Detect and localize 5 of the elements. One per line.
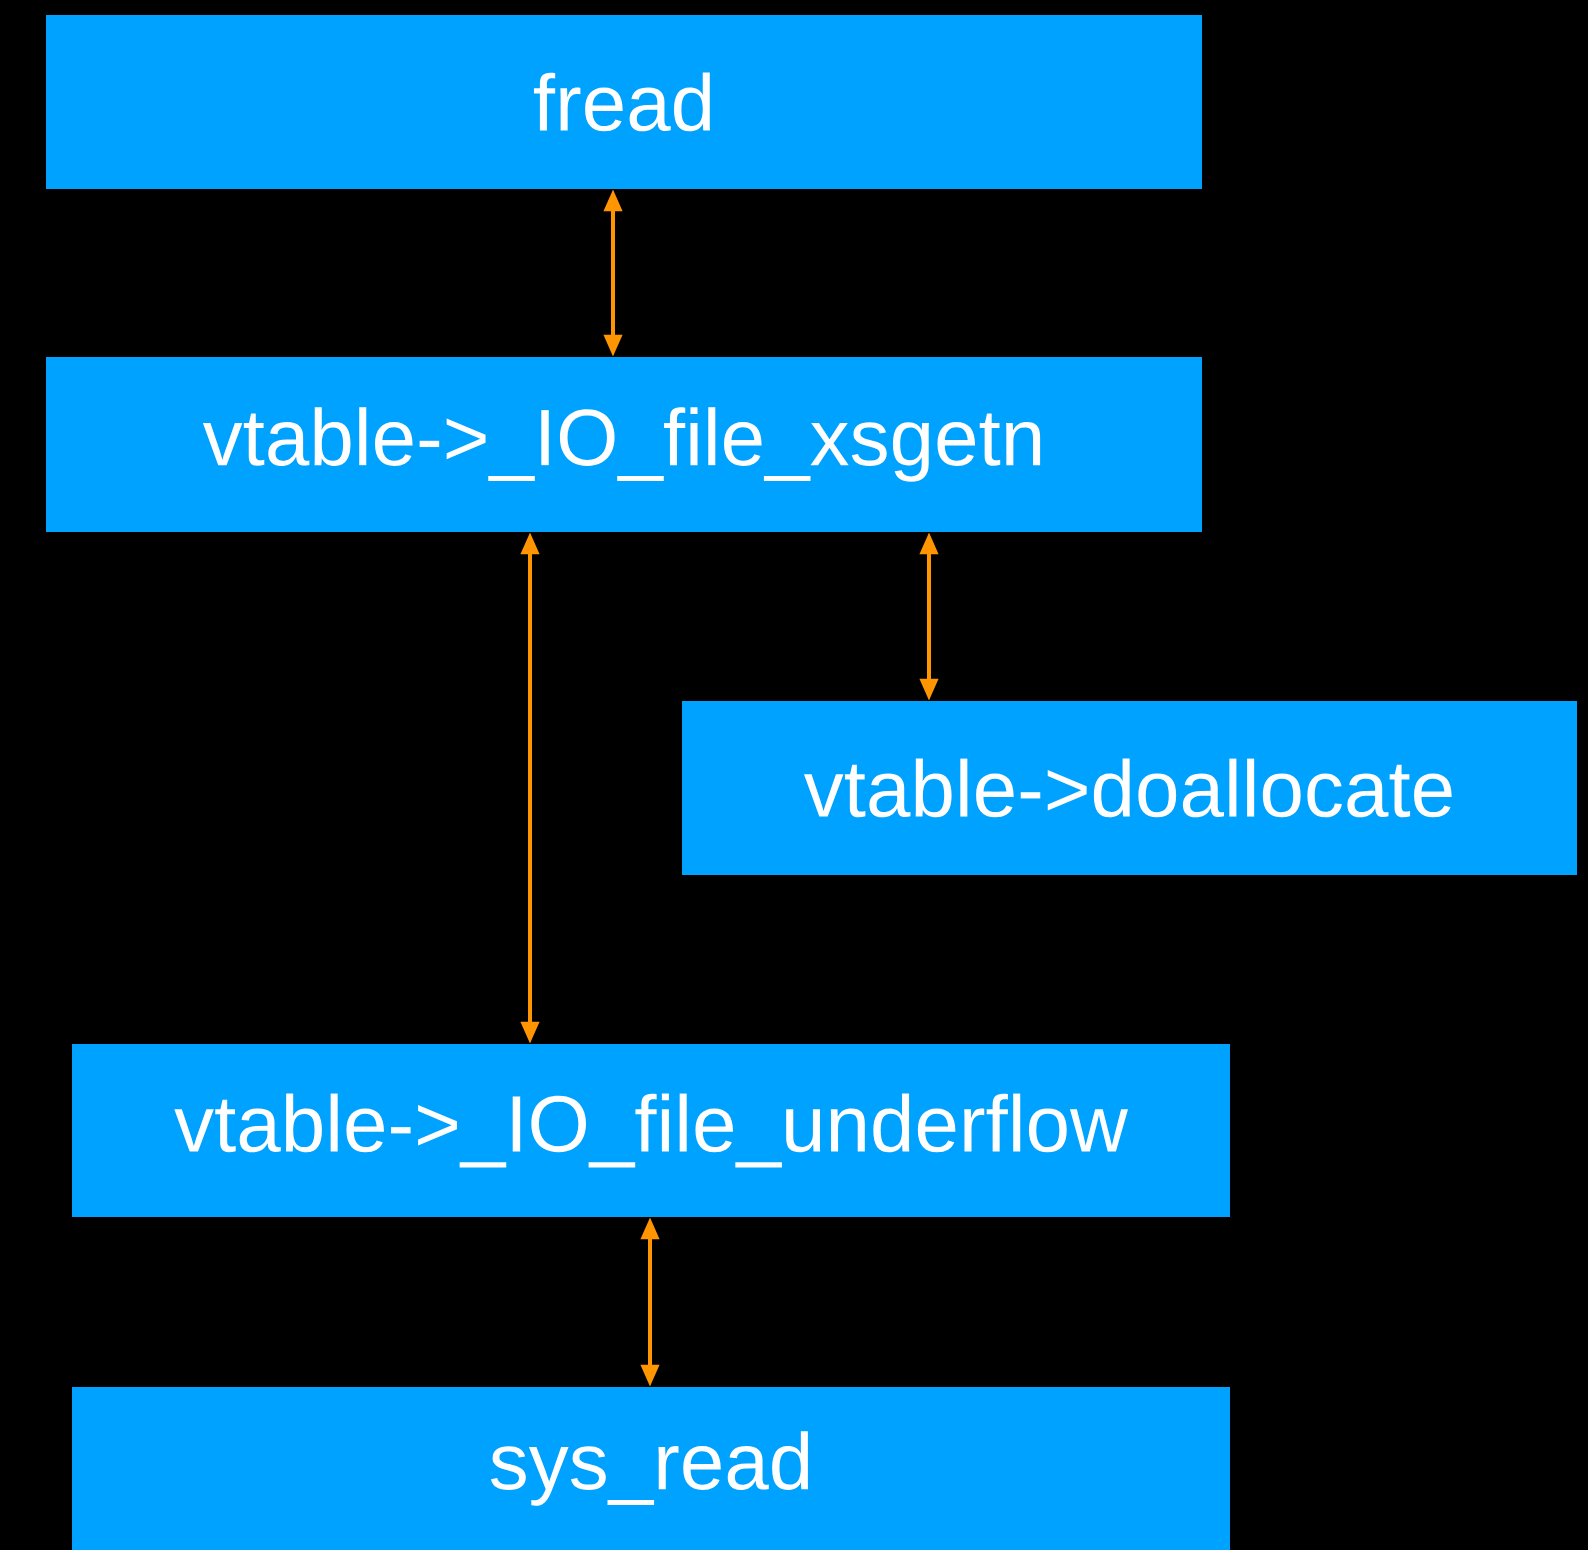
- function-box: vtable->_IO_file_xsgetn: [46, 357, 1202, 532]
- function-box: sys_read: [72, 1387, 1230, 1550]
- function-box: fread: [46, 15, 1202, 189]
- function-box: vtable->_IO_file_underflow: [72, 1044, 1230, 1217]
- function-box: vtable->doallocate: [682, 701, 1577, 875]
